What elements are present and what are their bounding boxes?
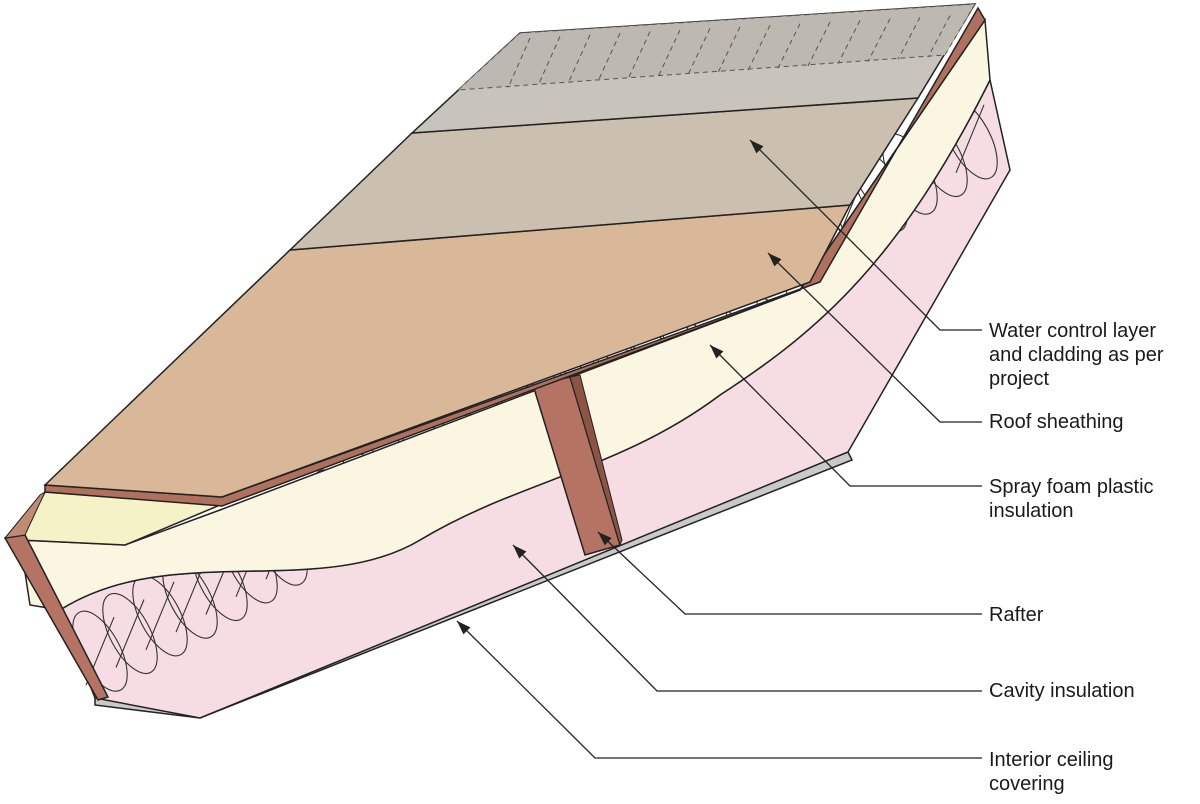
shingle-joint bbox=[807, 21, 831, 67]
label-line: Rafter bbox=[989, 604, 1044, 626]
rafter-center-side bbox=[569, 374, 623, 547]
label-line: project bbox=[989, 368, 1050, 390]
arrowhead-icon bbox=[768, 253, 782, 267]
label-line: Cavity insulation bbox=[989, 680, 1135, 702]
label-spray-foam: Spray foam plastic insulation bbox=[989, 475, 1154, 523]
label-roof-sheathing: Roof sheathing bbox=[989, 410, 1124, 434]
shingle-joint bbox=[897, 16, 921, 60]
leader-water-control bbox=[749, 139, 982, 331]
sheathing-edge bbox=[44, 6, 986, 507]
arrowhead-icon bbox=[457, 621, 471, 635]
batt-diagonal bbox=[145, 581, 175, 651]
label-rafter: Rafter bbox=[989, 603, 1043, 627]
label-interior-ceiling: Interior ceiling covering bbox=[989, 748, 1114, 796]
roof-sheathing-surface bbox=[43, 204, 852, 498]
label-line: Water control layer bbox=[989, 320, 1157, 342]
shingle-joint bbox=[507, 37, 531, 89]
shingle-joint-lines bbox=[507, 15, 951, 89]
label-line: and cladding as per bbox=[989, 344, 1164, 366]
label-water-control-layer: Water control layer and cladding as per … bbox=[989, 319, 1164, 391]
shingle-course bbox=[456, 3, 976, 91]
batt-diagonal bbox=[115, 599, 145, 668]
shingle-joint bbox=[867, 18, 891, 62]
batt-diagonal bbox=[955, 104, 985, 174]
arrowhead-icon bbox=[710, 345, 724, 359]
leader-interior-ceiling bbox=[456, 620, 982, 759]
shingle-joint bbox=[927, 15, 951, 58]
label-line: Roof sheathing bbox=[989, 411, 1124, 433]
shingle-joint bbox=[537, 36, 561, 87]
shingle-joint bbox=[837, 20, 861, 65]
leader-rafter bbox=[597, 531, 982, 615]
label-cavity-insulation: Cavity insulation bbox=[989, 679, 1135, 703]
leader-spray-foam bbox=[709, 344, 982, 487]
arrowhead-icon bbox=[513, 545, 527, 559]
batt-loop bbox=[102, 592, 158, 675]
arrowhead-icon bbox=[750, 140, 764, 154]
leader-cavity-insulation bbox=[512, 544, 982, 692]
leader-roof-sheathing bbox=[767, 252, 982, 423]
arrowhead-icon bbox=[598, 532, 612, 546]
label-line: Spray foam plastic bbox=[989, 476, 1154, 498]
batt-diagonal bbox=[175, 563, 205, 633]
label-line: insulation bbox=[989, 500, 1074, 522]
label-line: covering bbox=[989, 773, 1065, 795]
label-line: Interior ceiling bbox=[989, 749, 1114, 771]
